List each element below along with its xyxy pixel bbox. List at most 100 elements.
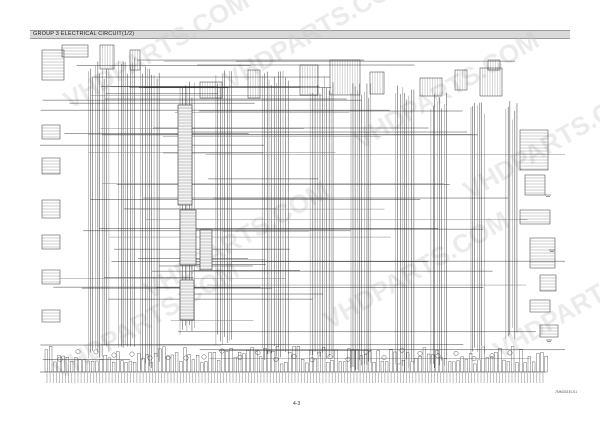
relay-symbol bbox=[345, 356, 351, 362]
component-block bbox=[41, 269, 61, 285]
terminal bbox=[490, 356, 494, 373]
terminal bbox=[44, 349, 48, 373]
terminal bbox=[359, 355, 363, 373]
terminal bbox=[527, 356, 531, 373]
relay-symbol bbox=[57, 356, 63, 362]
component-block bbox=[539, 274, 557, 292]
component-blocks bbox=[40, 44, 559, 383]
terminal bbox=[292, 346, 296, 373]
terminal bbox=[49, 345, 53, 373]
terminal bbox=[343, 361, 347, 373]
relay-symbol bbox=[183, 355, 189, 361]
terminal bbox=[511, 346, 515, 373]
terminal bbox=[158, 348, 162, 373]
terminal bbox=[397, 363, 401, 373]
relay-symbol bbox=[111, 352, 117, 358]
terminal bbox=[141, 357, 145, 373]
terminal bbox=[61, 355, 65, 373]
terminal bbox=[418, 356, 422, 373]
relay-symbol bbox=[75, 349, 81, 355]
watermark-text: VHDPARTS.COM bbox=[138, 175, 334, 305]
terminal bbox=[519, 348, 523, 373]
terminal bbox=[170, 354, 174, 373]
terminal bbox=[469, 353, 473, 373]
terminal bbox=[351, 349, 355, 373]
terminal bbox=[166, 356, 170, 373]
terminal bbox=[229, 348, 233, 373]
terminal bbox=[313, 358, 317, 373]
terminal bbox=[544, 356, 548, 373]
terminal bbox=[427, 353, 431, 373]
terminal bbox=[246, 350, 250, 373]
terminal bbox=[536, 353, 540, 373]
terminal bbox=[326, 362, 330, 373]
terminal bbox=[145, 354, 149, 373]
component-block bbox=[519, 209, 551, 225]
terminal bbox=[406, 352, 410, 373]
terminal bbox=[78, 359, 82, 373]
terminal bbox=[124, 362, 128, 373]
watermark-text: VHDPARTS.COM bbox=[58, 0, 254, 115]
terminal bbox=[250, 347, 254, 373]
relay-symbol bbox=[93, 349, 99, 355]
terminal bbox=[116, 351, 120, 373]
terminal bbox=[82, 359, 86, 373]
terminal bbox=[401, 360, 405, 373]
connector-block bbox=[479, 67, 503, 97]
terminal bbox=[301, 359, 305, 373]
terminal bbox=[95, 360, 99, 373]
relay-symbol bbox=[255, 350, 261, 356]
terminal bbox=[187, 354, 191, 373]
terminal bbox=[275, 346, 279, 373]
terminal bbox=[99, 358, 103, 373]
component-block bbox=[41, 124, 61, 140]
terminal bbox=[208, 352, 212, 373]
terminal bbox=[338, 361, 342, 373]
terminal bbox=[212, 352, 216, 373]
terminal bbox=[309, 349, 313, 373]
watermark: VHDPARTS.COMVHDPARTS.COMVHDPARTS.COMVHDP… bbox=[48, 0, 600, 385]
terminal bbox=[149, 362, 153, 373]
relay-symbol bbox=[453, 351, 459, 356]
terminal bbox=[65, 357, 69, 373]
terminal bbox=[540, 352, 544, 373]
terminal bbox=[456, 360, 460, 373]
section-header-bar: GROUP 3 ELECTRICAL CIRCUIT(1/2) bbox=[30, 30, 570, 39]
terminal bbox=[196, 355, 200, 373]
relay-symbol bbox=[309, 357, 315, 363]
page-number: 4-3 bbox=[293, 401, 301, 407]
terminal bbox=[133, 362, 137, 373]
terminal bbox=[288, 352, 292, 373]
terminal bbox=[191, 359, 195, 373]
terminal bbox=[410, 361, 414, 373]
terminal bbox=[523, 362, 527, 373]
terminal bbox=[175, 352, 179, 373]
terminal bbox=[70, 361, 74, 373]
terminal bbox=[464, 358, 468, 373]
component-block bbox=[519, 129, 549, 171]
terminal bbox=[364, 354, 368, 373]
terminal bbox=[452, 361, 456, 373]
terminal bbox=[498, 348, 502, 373]
terminal bbox=[355, 349, 359, 373]
terminal bbox=[112, 361, 116, 373]
relay-symbol bbox=[435, 353, 441, 359]
terminal bbox=[57, 355, 61, 373]
relay-symbol bbox=[147, 355, 153, 361]
terminal bbox=[393, 351, 397, 373]
terminal bbox=[263, 348, 267, 373]
terminal bbox=[204, 361, 208, 373]
terminal bbox=[296, 346, 300, 373]
terminal bbox=[494, 351, 498, 373]
relay-symbol bbox=[507, 350, 513, 356]
terminal bbox=[103, 355, 107, 373]
terminal bbox=[317, 351, 321, 373]
relay-symbol bbox=[237, 354, 243, 360]
terminal bbox=[162, 346, 166, 373]
relay-symbol bbox=[327, 354, 333, 360]
terminal bbox=[443, 358, 447, 373]
terminal bbox=[91, 361, 95, 373]
terminal bbox=[368, 351, 372, 373]
relay-symbol bbox=[363, 349, 369, 355]
terminal bbox=[385, 361, 389, 373]
